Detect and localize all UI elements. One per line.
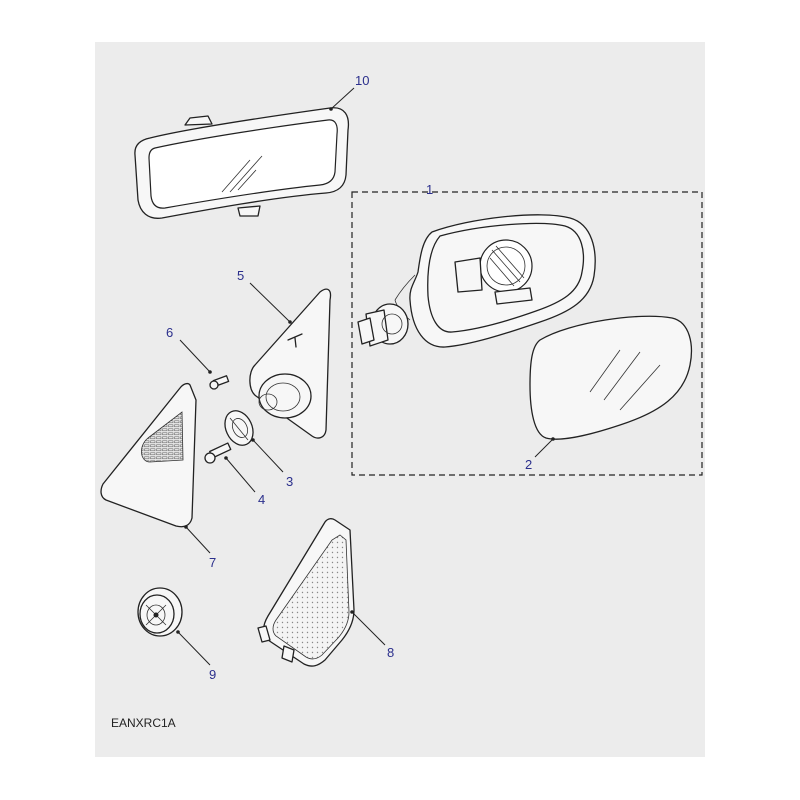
callout-7: 7 bbox=[209, 555, 216, 570]
figure-code: EANXRC1A bbox=[111, 716, 176, 730]
speaker-part bbox=[137, 587, 183, 637]
interior-mirror-part bbox=[134, 107, 350, 219]
mirror-patch-part bbox=[249, 288, 332, 439]
assembly-box bbox=[351, 191, 703, 476]
callout-2: 2 bbox=[525, 457, 532, 472]
screw-part-4 bbox=[204, 442, 232, 464]
callout-9: 9 bbox=[209, 667, 216, 682]
callout-8: 8 bbox=[387, 645, 394, 660]
mirror-finisher-part bbox=[100, 382, 197, 528]
callout-1: 1 bbox=[426, 182, 433, 197]
speaker-grille-panel-part bbox=[257, 518, 355, 667]
exterior-mirror-housing bbox=[394, 214, 596, 348]
callout-3: 3 bbox=[286, 474, 293, 489]
clip-ring-part bbox=[224, 410, 254, 446]
screw-part-6 bbox=[209, 375, 230, 390]
callout-6: 6 bbox=[166, 325, 173, 340]
callout-4: 4 bbox=[258, 492, 265, 507]
callout-10: 10 bbox=[355, 73, 369, 88]
leader-lines bbox=[176, 87, 555, 666]
mirror-motor-part bbox=[357, 303, 409, 347]
callout-5: 5 bbox=[237, 268, 244, 283]
mirror-glass-part bbox=[529, 315, 693, 440]
